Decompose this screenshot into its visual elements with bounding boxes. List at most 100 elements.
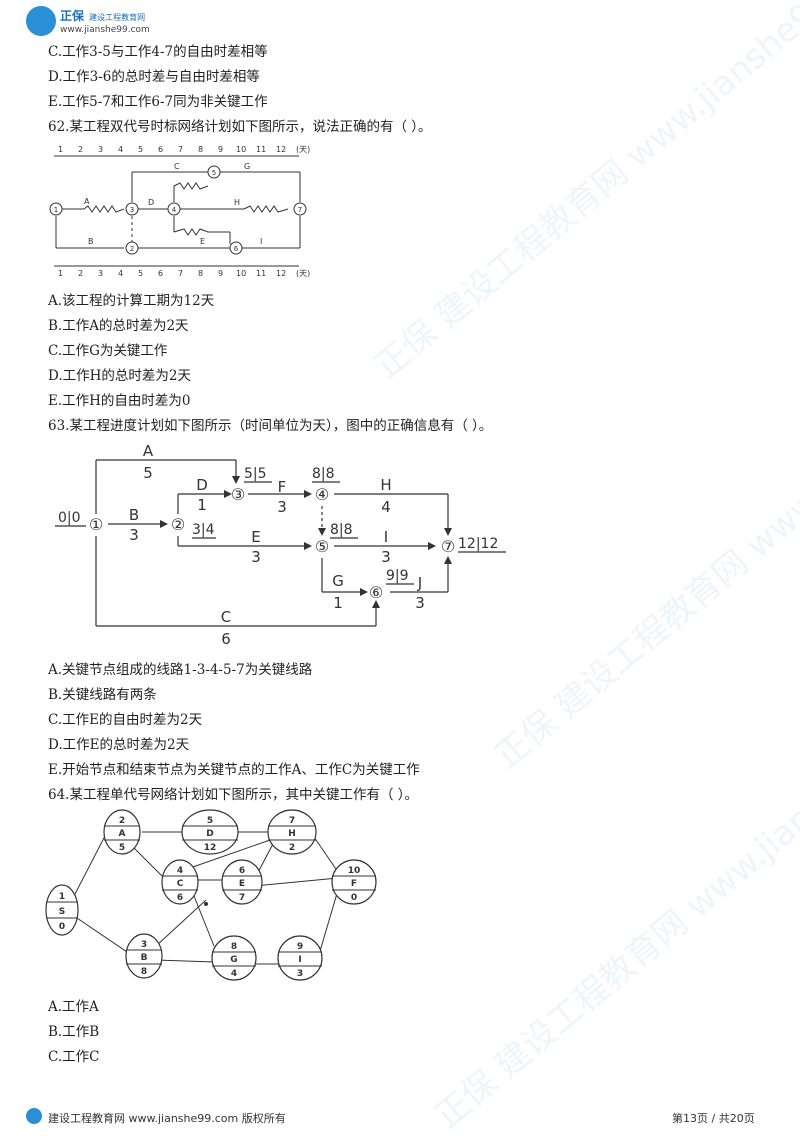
- scale-top-tick: 11: [256, 145, 266, 154]
- activity-duration: 3: [415, 594, 425, 612]
- scale-top-tick: 8: [198, 145, 203, 154]
- option-line: D.工作3-6的总时差与自由时差相等: [48, 69, 260, 85]
- node-label: 6: [234, 245, 239, 253]
- activity-label: C: [174, 162, 180, 171]
- node-label: ⑥: [369, 583, 383, 602]
- option-line: B.工作A的总时差为2天: [48, 318, 189, 334]
- node-duration: 6: [177, 893, 183, 903]
- node-name: A: [119, 829, 126, 839]
- node-duration: 4: [231, 969, 237, 979]
- node-time-label: 8|8: [330, 522, 353, 538]
- activity-label: D: [148, 198, 154, 207]
- scale-top-tick: 2: [78, 145, 83, 154]
- node-name: E: [239, 879, 245, 889]
- option-line: E.工作5-7和工作6-7同为非关键工作: [48, 94, 268, 110]
- node-time-network-diagram: ① ② ③ ④ ⑤ ⑥ ⑦ 0|0 3|4 5|5 8|8 8|8 9|9 12…: [55, 442, 506, 648]
- node-duration: 8: [141, 967, 147, 977]
- scale-top-tick: 12: [276, 145, 286, 154]
- activity-duration: 1: [333, 594, 343, 612]
- option-line: B.工作B: [48, 1024, 100, 1040]
- scale-top-tick: 7: [178, 145, 183, 154]
- activity-label: E: [200, 237, 205, 246]
- watermark: 正保 建设工程教育网 www.jianshe99.com: [367, 0, 800, 387]
- node-name: B: [141, 953, 148, 963]
- activity-label: B: [88, 237, 94, 246]
- option-line: C.工作3-5与工作4-7的自由时差相等: [48, 44, 268, 60]
- option-line: C.工作G为关键工作: [48, 343, 168, 359]
- node-time-label: 9|9: [386, 568, 409, 584]
- option-line: D.工作H的总时差为2天: [48, 368, 191, 384]
- scale-unit: (天): [296, 145, 310, 154]
- activity-duration: 3: [251, 548, 261, 566]
- scale-unit: (天): [296, 269, 310, 278]
- node-duration: 7: [239, 893, 245, 903]
- option-line: E.工作H的自由时差为0: [48, 393, 191, 409]
- question-line: 62.某工程双代号时标网络计划如下图所示，说法正确的有（ ）。: [48, 119, 432, 135]
- node-name: D: [206, 829, 213, 839]
- node-id: 8: [231, 942, 237, 952]
- node-label: ①: [89, 515, 103, 534]
- node-label: 3: [130, 206, 134, 214]
- node-duration: 2: [289, 843, 295, 853]
- node-label: ④: [315, 485, 329, 504]
- activity-name: D: [196, 476, 208, 494]
- activity-name: C: [221, 608, 231, 626]
- node-time-label: 3|4: [192, 522, 215, 538]
- start-time-label: 0|0: [58, 510, 81, 526]
- question-line: 63.某工程进度计划如下图所示（时间单位为天），图中的正确信息有（ ）。: [48, 418, 493, 434]
- scale-bottom-tick: 1: [58, 269, 63, 278]
- option-line: A.关键节点组成的线路1-3-4-5-7为关键线路: [48, 662, 313, 678]
- node-id: 10: [348, 866, 361, 876]
- node-id: 7: [289, 816, 295, 826]
- scale-bottom-tick: 3: [98, 269, 103, 278]
- scale-top-tick: 1: [58, 145, 63, 154]
- activity-duration: 3: [381, 548, 391, 566]
- node-id: 6: [239, 866, 245, 876]
- scale-top-tick: 10: [236, 145, 246, 154]
- activity-duration: 3: [129, 526, 139, 544]
- activity-label: A: [84, 197, 90, 206]
- activity-on-node-diagram: 1 S 0 2 A 5 3 B 8 4 C 6 5 D 12 6 E 7 7 H…: [45, 809, 377, 981]
- activity-name: H: [380, 476, 391, 494]
- activity-name: B: [129, 506, 139, 524]
- node-id: 3: [141, 940, 147, 950]
- time-scaled-network-diagram: 1 2 3 4 5 6 7 8 9 10 11 12 (天) 1 2 3 4 5…: [49, 145, 310, 278]
- activity-name: G: [332, 572, 344, 590]
- activity-duration: 4: [381, 498, 391, 516]
- option-line: E.开始节点和结束节点为关键节点的工作A、工作C为关键工作: [48, 762, 420, 778]
- scale-bottom-tick: 8: [198, 269, 203, 278]
- node-duration: 0: [59, 922, 65, 932]
- activity-label: I: [260, 237, 262, 246]
- footer-copyright: 建设工程教育网 www.jianshe99.com 版权所有: [48, 1112, 286, 1125]
- option-line: D.工作E的总时差为2天: [48, 737, 190, 753]
- activity-label: G: [244, 162, 250, 171]
- scale-top-tick: 4: [118, 145, 123, 154]
- scale-bottom-tick: 5: [138, 269, 143, 278]
- node-label: 4: [172, 206, 177, 214]
- node-duration: 5: [119, 843, 125, 853]
- node-label: ③: [231, 485, 245, 504]
- scale-bottom-tick: 11: [256, 269, 266, 278]
- node-name: C: [177, 879, 184, 889]
- question-line: 64.某工程单代号网络计划如下图所示，其中关键工作有（ ）。: [48, 787, 419, 803]
- option-line: C.工作E的自由时差为2天: [48, 712, 203, 728]
- scale-top-tick: 5: [138, 145, 143, 154]
- node-id: 9: [297, 942, 303, 952]
- activity-duration: 3: [277, 498, 287, 516]
- scale-top-tick: 6: [158, 145, 163, 154]
- option-line: C.工作C: [48, 1049, 100, 1065]
- page-number: 第13页 / 共20页: [672, 1112, 755, 1125]
- logo-icon: [26, 6, 56, 36]
- node-label: 7: [298, 206, 302, 214]
- activity-duration: 5: [143, 464, 153, 482]
- node-time-label: 5|5: [244, 466, 267, 482]
- scale-bottom-tick: 7: [178, 269, 183, 278]
- brand-url: www.jianshe99.com: [60, 25, 150, 35]
- node-time-label: 12|12: [458, 536, 498, 552]
- scale-bottom-tick: 10: [236, 269, 246, 278]
- option-line: A.工作A: [48, 999, 99, 1015]
- node-duration: 12: [204, 843, 217, 853]
- activity-name: I: [384, 528, 388, 546]
- scale-bottom-tick: 6: [158, 269, 163, 278]
- scale-bottom-tick: 4: [118, 269, 123, 278]
